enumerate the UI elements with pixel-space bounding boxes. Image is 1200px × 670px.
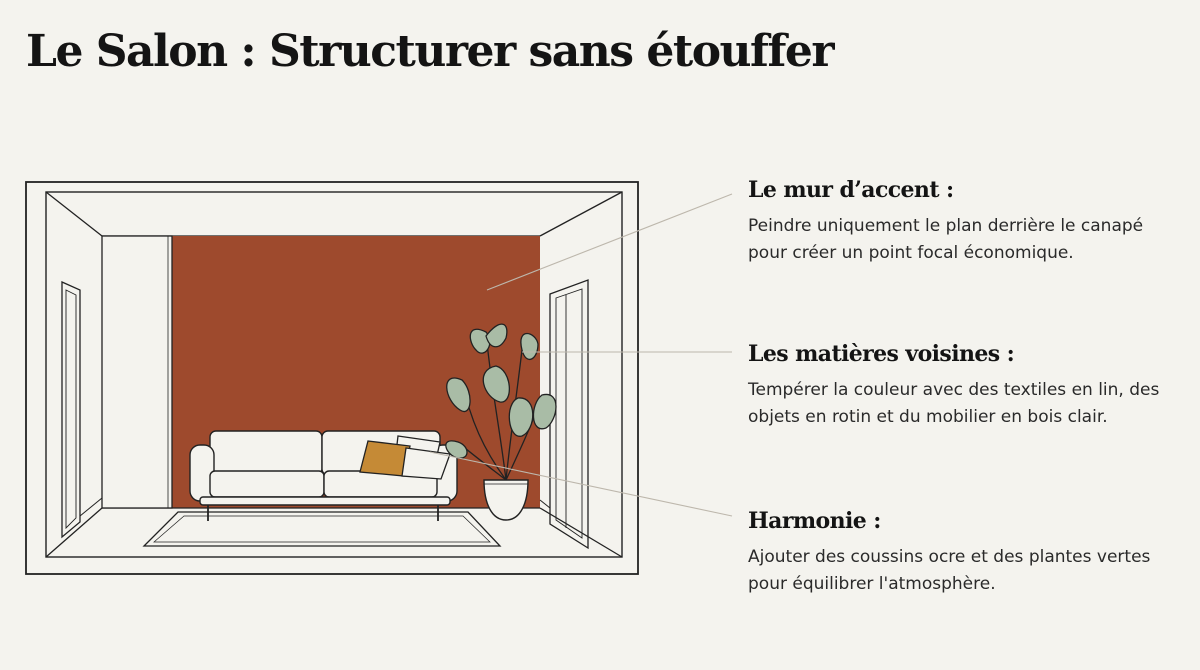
sofa-back-left bbox=[209, 430, 323, 476]
right-door bbox=[549, 279, 589, 550]
rug bbox=[142, 511, 502, 547]
callout-harmony: Harmonie : Ajouter des coussins ocre et … bbox=[748, 508, 1168, 598]
plant-leaf bbox=[520, 332, 539, 360]
right-baseboard bbox=[539, 499, 551, 509]
plant-leaf bbox=[446, 377, 471, 413]
sofa-base bbox=[199, 496, 451, 506]
floor-edge-left bbox=[45, 507, 103, 558]
cushion-linen-front bbox=[401, 447, 451, 480]
plant-leaf bbox=[485, 323, 508, 348]
callout-materials: Les matières voisines : Tempérer la coul… bbox=[748, 341, 1168, 431]
callout-text: Peindre uniquement le plan derrière le c… bbox=[748, 216, 1144, 263]
left-column bbox=[101, 235, 173, 509]
plant-pot bbox=[483, 479, 529, 521]
plant-leaf bbox=[482, 365, 511, 403]
callout-text: Tempérer la couleur avec des textiles en… bbox=[748, 380, 1160, 427]
ceiling-edge-left bbox=[45, 191, 103, 237]
page-title: Le Salon : Structurer sans étouffer bbox=[26, 26, 835, 77]
callout-text: Ajouter des coussins ocre et des plantes… bbox=[748, 547, 1151, 594]
right-door-inner bbox=[555, 288, 583, 539]
callout-heading: Le mur d’accent : bbox=[748, 177, 954, 203]
left-door bbox=[61, 280, 81, 539]
leader-line-harmony bbox=[429, 451, 733, 517]
leader-line-accent-wall bbox=[486, 193, 733, 291]
room-inner-frame bbox=[45, 191, 623, 558]
left-door-inner bbox=[65, 289, 77, 530]
sofa-cushions bbox=[359, 435, 451, 480]
callout-heading: Harmonie : bbox=[748, 508, 881, 534]
plant-leaves bbox=[445, 323, 557, 459]
callout-accent-wall: Le mur d’accent : Peindre uniquement le … bbox=[748, 177, 1168, 267]
sofa-seat-left bbox=[209, 470, 325, 498]
plant-leaf bbox=[508, 397, 534, 437]
plant-leaf bbox=[532, 393, 557, 430]
room-outer-frame bbox=[25, 181, 639, 575]
ceiling-edge-right bbox=[539, 191, 623, 237]
sofa bbox=[189, 430, 458, 521]
left-baseboard bbox=[79, 497, 103, 517]
callout-heading: Les matières voisines : bbox=[748, 341, 1015, 367]
rug-border bbox=[153, 515, 491, 543]
floor-edge-right bbox=[539, 507, 623, 558]
